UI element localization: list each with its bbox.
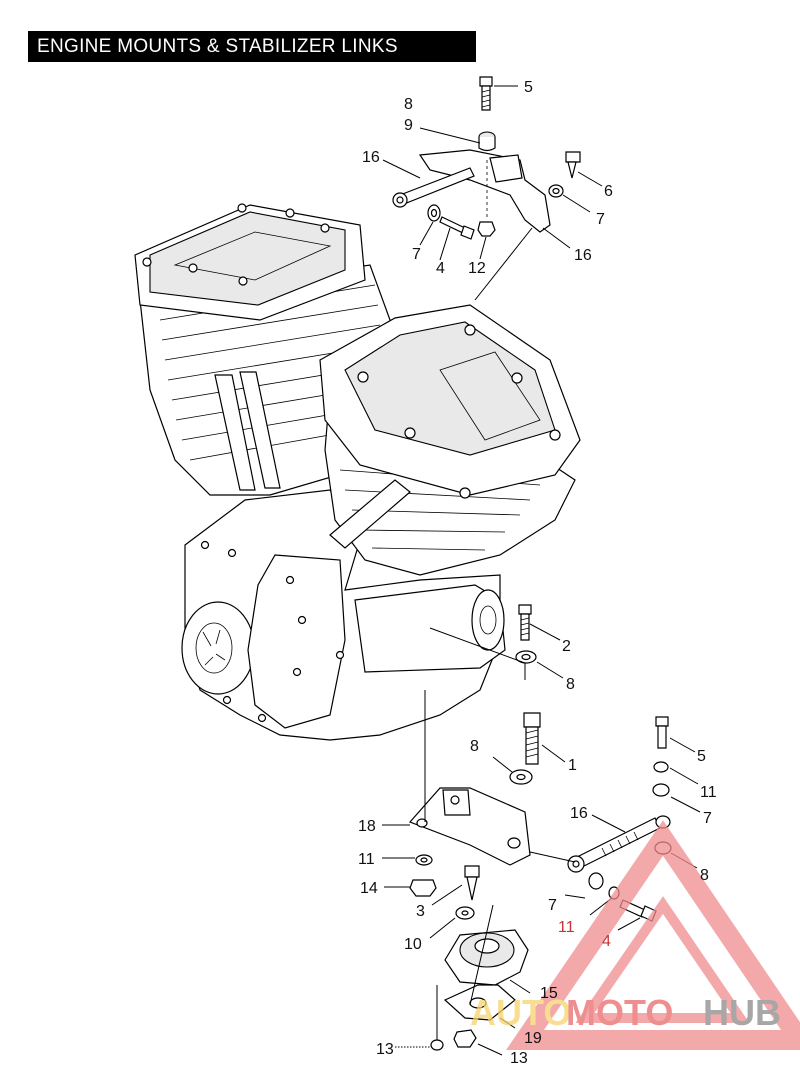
callout-15: 15	[540, 985, 558, 1002]
callout-11: 11	[558, 919, 575, 936]
callout-5: 5	[524, 79, 533, 96]
callout-8: 8	[566, 676, 575, 693]
callout-8: 8	[404, 96, 413, 113]
watermark-logo: AUTO MOTO HUB	[470, 820, 800, 1050]
callout-18: 18	[358, 818, 376, 835]
callout-7: 7	[596, 211, 605, 228]
watermark-text-moto: MOTO	[566, 992, 673, 1033]
callout-7: 7	[548, 897, 557, 914]
callout-1: 1	[568, 757, 577, 774]
callout-3: 3	[416, 903, 425, 920]
callout-16: 16	[570, 805, 588, 822]
callout-6: 6	[604, 183, 613, 200]
top-stabilizer-assembly	[392, 76, 581, 240]
callout-labels: 5 8 9 16 6 7 7 4 12 16 2 8 8 1 5 11 16 7…	[358, 79, 717, 1067]
callout-13: 13	[376, 1041, 394, 1058]
diagram-title: ENGINE MOUNTS & STABILIZER LINKS	[28, 31, 476, 62]
callout-8: 8	[700, 867, 709, 884]
callout-7: 7	[412, 246, 421, 263]
watermark-text-hub: HUB	[703, 992, 781, 1033]
callout-4: 4	[602, 933, 611, 950]
watermark-triangle-outer	[506, 820, 800, 1050]
callout-13: 13	[510, 1050, 528, 1067]
callout-19: 19	[524, 1030, 542, 1047]
watermark-text-auto: AUTO	[470, 992, 571, 1033]
callout-11: 11	[700, 784, 717, 801]
callout-4: 4	[436, 260, 445, 277]
callout-10: 10	[404, 936, 422, 953]
callout-5: 5	[697, 748, 706, 765]
engine-illustration	[134, 203, 581, 741]
callout-8: 8	[470, 738, 479, 755]
callout-9: 9	[404, 117, 413, 134]
watermark-triangle-inner	[575, 896, 750, 1023]
callout-7: 7	[703, 810, 712, 827]
callout-11: 11	[358, 851, 375, 868]
callout-16: 16	[362, 149, 380, 166]
callout-2: 2	[562, 638, 571, 655]
callout-16: 16	[574, 247, 592, 264]
callout-14: 14	[360, 880, 378, 897]
callout-12: 12	[468, 260, 486, 277]
